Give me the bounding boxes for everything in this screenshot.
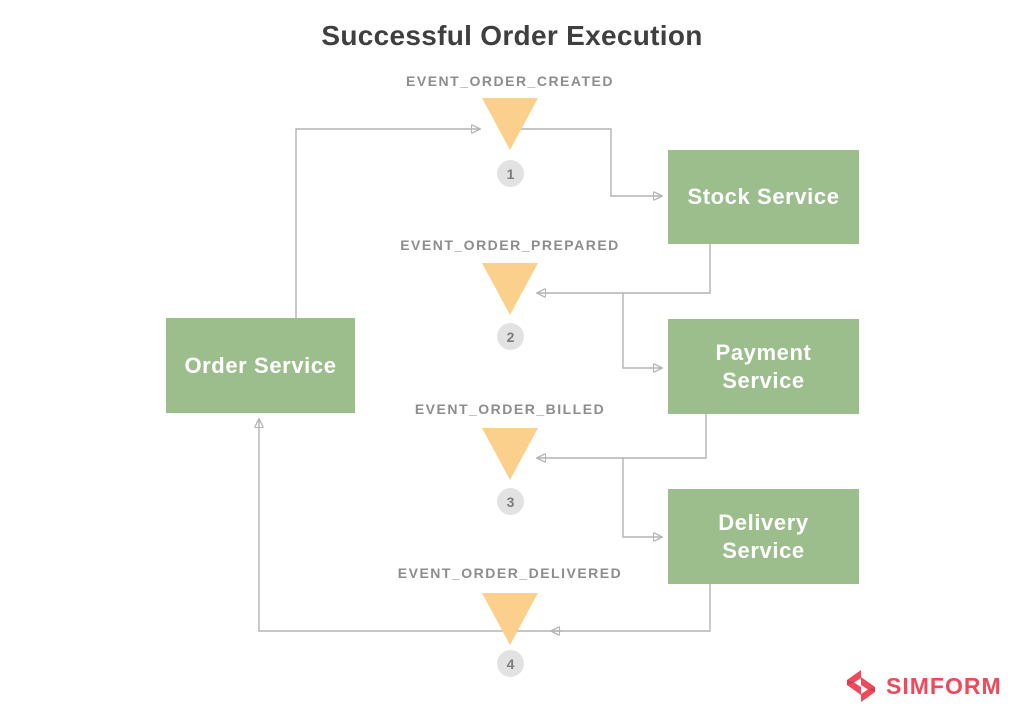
step-number-badge: 4 (497, 650, 524, 677)
simform-logo: SIMFORM (843, 665, 1002, 707)
event-label-order-created: EVENT_ORDER_CREATED (406, 73, 614, 89)
edge-event-created-to-stock (516, 128, 661, 196)
order-service-box: Order Service (166, 318, 355, 413)
event-topic-triangle-icon (482, 593, 538, 645)
simform-logo-text: SIMFORM (886, 672, 1002, 699)
edge-order-to-event-created (295, 129, 479, 318)
event-topic-triangle-icon (482, 263, 538, 315)
simform-logo-mark-icon (847, 670, 875, 702)
event-label-order-prepared: EVENT_ORDER_PREPARED (400, 237, 620, 253)
edge-payment-to-event-billed (538, 414, 707, 458)
step-number-badge: 1 (497, 160, 524, 187)
step-number-badge: 2 (497, 323, 524, 350)
edge-event-billed-to-delivery (622, 458, 661, 537)
payment-service-box: Payment Service (668, 319, 859, 414)
stock-service-label: Stock Service (687, 184, 840, 210)
diagram-title: Successful Order Execution (321, 20, 703, 51)
delivery-service-box: Delivery Service (668, 489, 859, 584)
delivery-service-label: Delivery Service (718, 510, 809, 563)
event-label-order-delivered: EVENT_ORDER_DELIVERED (397, 565, 623, 581)
edge-stock-to-event-prepared (538, 244, 711, 293)
edge-event-prepared-to-payment (622, 293, 661, 368)
order-service-label: Order Service (184, 352, 337, 378)
stock-service-box: Stock Service (668, 150, 859, 244)
event-label-order-billed: EVENT_ORDER_BILLED (414, 401, 606, 417)
event-topic-triangle-icon (482, 428, 538, 480)
payment-service-label: Payment Service (715, 340, 812, 393)
event-topic-triangle-icon (482, 98, 538, 150)
step-number-badge: 3 (497, 488, 524, 515)
